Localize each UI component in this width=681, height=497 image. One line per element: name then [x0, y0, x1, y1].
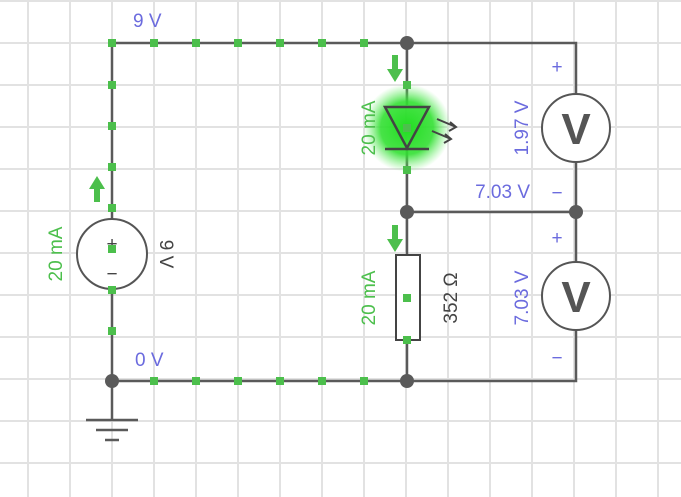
current-dot	[403, 124, 411, 132]
voltmeter-plus: +	[551, 228, 562, 249]
current-arrow-icon	[387, 55, 403, 82]
current-dot	[318, 377, 326, 385]
voltmeter-resistor[interactable]: V + − 7.03 V	[512, 228, 611, 369]
voltmeter-reading: 7.03 V	[512, 270, 533, 325]
current-dot	[403, 166, 411, 174]
bottom-node-voltage-label: 0 V	[135, 350, 164, 371]
current-dot	[108, 286, 116, 294]
current-dot	[108, 327, 116, 335]
current-dot	[108, 163, 116, 171]
voltmeter-symbol: V	[561, 105, 591, 154]
voltmeter-plus: +	[551, 57, 562, 78]
voltmeter-led[interactable]: V + − 1.97 V	[512, 57, 611, 204]
top-node-voltage-label: 9 V	[133, 11, 162, 32]
voltmeter-minus: −	[551, 183, 562, 204]
current-dot	[150, 39, 158, 47]
junction-node[interactable]	[569, 205, 583, 219]
junction-node[interactable]	[400, 205, 414, 219]
current-dot	[403, 81, 411, 89]
battery-current-label: 20 mA	[46, 226, 67, 281]
current-dot	[318, 39, 326, 47]
midnode-voltage-label: 7.03 V	[475, 182, 530, 203]
voltmeter-reading: 1.97 V	[512, 100, 533, 155]
current-dot	[403, 294, 411, 302]
current-dot	[234, 377, 242, 385]
junction-nodes[interactable]	[105, 36, 583, 388]
junction-node[interactable]	[105, 374, 119, 388]
current-dot	[234, 39, 242, 47]
current-arrow-icon	[387, 225, 403, 252]
current-dot	[360, 377, 368, 385]
current-dot	[276, 39, 284, 47]
current-dot	[108, 122, 116, 130]
junction-node[interactable]	[400, 36, 414, 50]
battery[interactable]: + − 9 V 20 mA	[46, 176, 176, 290]
battery-minus: −	[106, 264, 117, 285]
current-dot	[192, 39, 200, 47]
battery-voltage-label: 9 V	[155, 240, 176, 269]
current-dot	[276, 377, 284, 385]
voltmeter-symbol: V	[561, 273, 591, 322]
current-dot	[360, 39, 368, 47]
current-dot	[108, 245, 116, 253]
current-dot	[403, 336, 411, 344]
current-dots	[108, 39, 411, 385]
light-rays-icon	[431, 118, 458, 144]
battery-plus: +	[106, 234, 117, 255]
resistor[interactable]: 352 Ω 20 mA	[359, 225, 462, 341]
ground-symbol[interactable]	[86, 418, 138, 442]
current-arrow-icon	[89, 176, 105, 202]
current-dot	[150, 377, 158, 385]
current-dot	[108, 39, 116, 47]
resistance-label: 352 Ω	[441, 272, 462, 323]
current-dot	[108, 204, 116, 212]
led-current-label: 20 mA	[359, 100, 380, 155]
junction-node[interactable]	[400, 374, 414, 388]
current-dot	[108, 81, 116, 89]
wires	[110, 41, 578, 420]
current-dot	[192, 377, 200, 385]
resistor-current-label: 20 mA	[359, 270, 380, 325]
voltmeter-minus: −	[551, 348, 562, 369]
